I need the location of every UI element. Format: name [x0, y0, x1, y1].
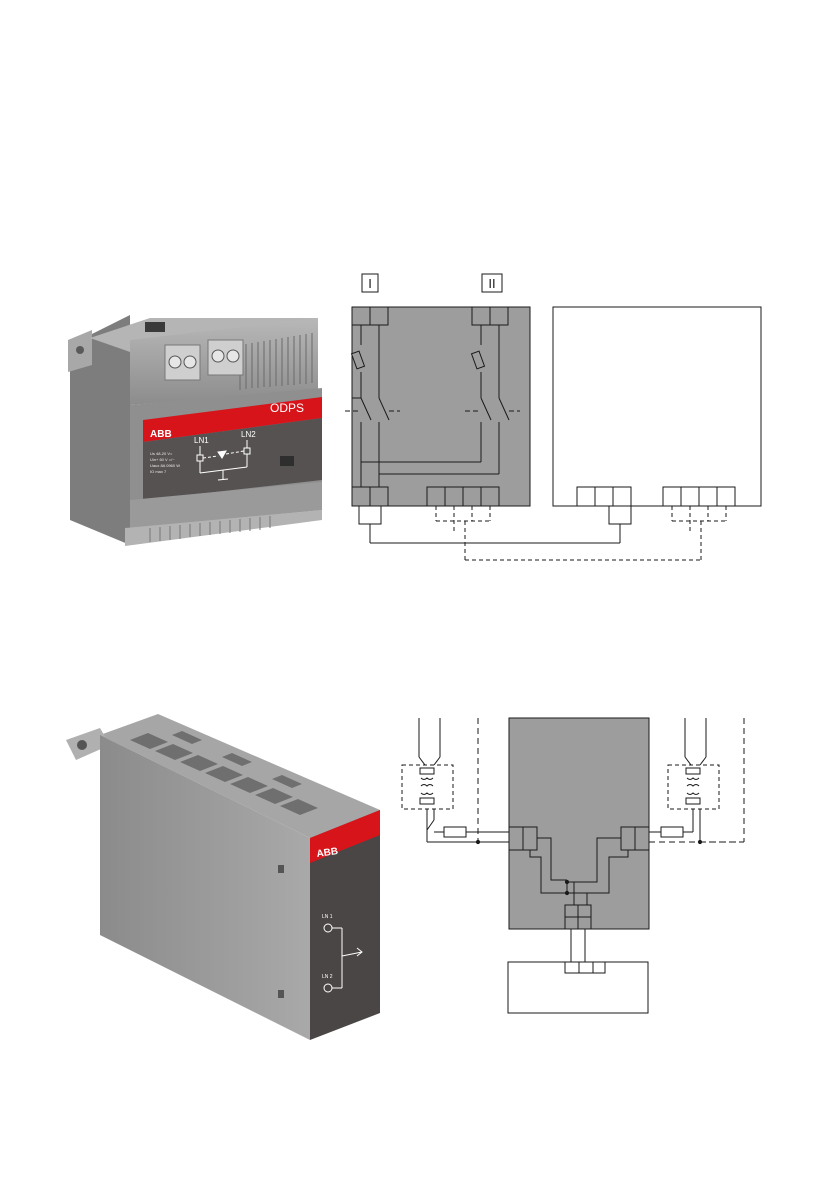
brand-logo: ABB: [150, 429, 172, 440]
connected-device-box: [553, 307, 761, 506]
odps-device-illustration: ABB ODPS Us 48-20 V= Uin+ 60 V =/~ Uaux …: [68, 315, 322, 546]
mount-hole: [76, 346, 84, 354]
spec-line: Uaux 8A 0960 W: [150, 463, 180, 468]
spec-line: Us 48-20 V=: [150, 451, 173, 456]
top-wiring-diagram: I II: [345, 274, 761, 560]
module-device-illustration: ABB LN 1 LN 2: [66, 714, 380, 1040]
mount-hole: [77, 740, 87, 750]
spec-line: Uin+ 60 V =/~: [150, 457, 175, 462]
input-label-1: I: [368, 276, 372, 291]
right-filter-box: [668, 765, 719, 809]
module-input-1-label: LN 1: [322, 914, 333, 920]
load-box: [508, 962, 648, 1013]
model-label: ODPS: [270, 401, 304, 415]
side-screw: [278, 990, 284, 998]
input-2-label: LN2: [241, 430, 256, 439]
bottom-wiring-diagram: [402, 718, 744, 1013]
side-screw: [278, 865, 284, 873]
status-connector: [280, 456, 294, 466]
central-module-box: [509, 718, 649, 929]
input-1-label: LN1: [194, 436, 209, 445]
spec-line: IO max 7: [150, 469, 167, 474]
device-top-slot: [145, 322, 165, 332]
input-label-2: II: [488, 276, 495, 291]
module-input-2-label: LN 2: [322, 974, 333, 980]
left-filter-box: [402, 765, 453, 809]
